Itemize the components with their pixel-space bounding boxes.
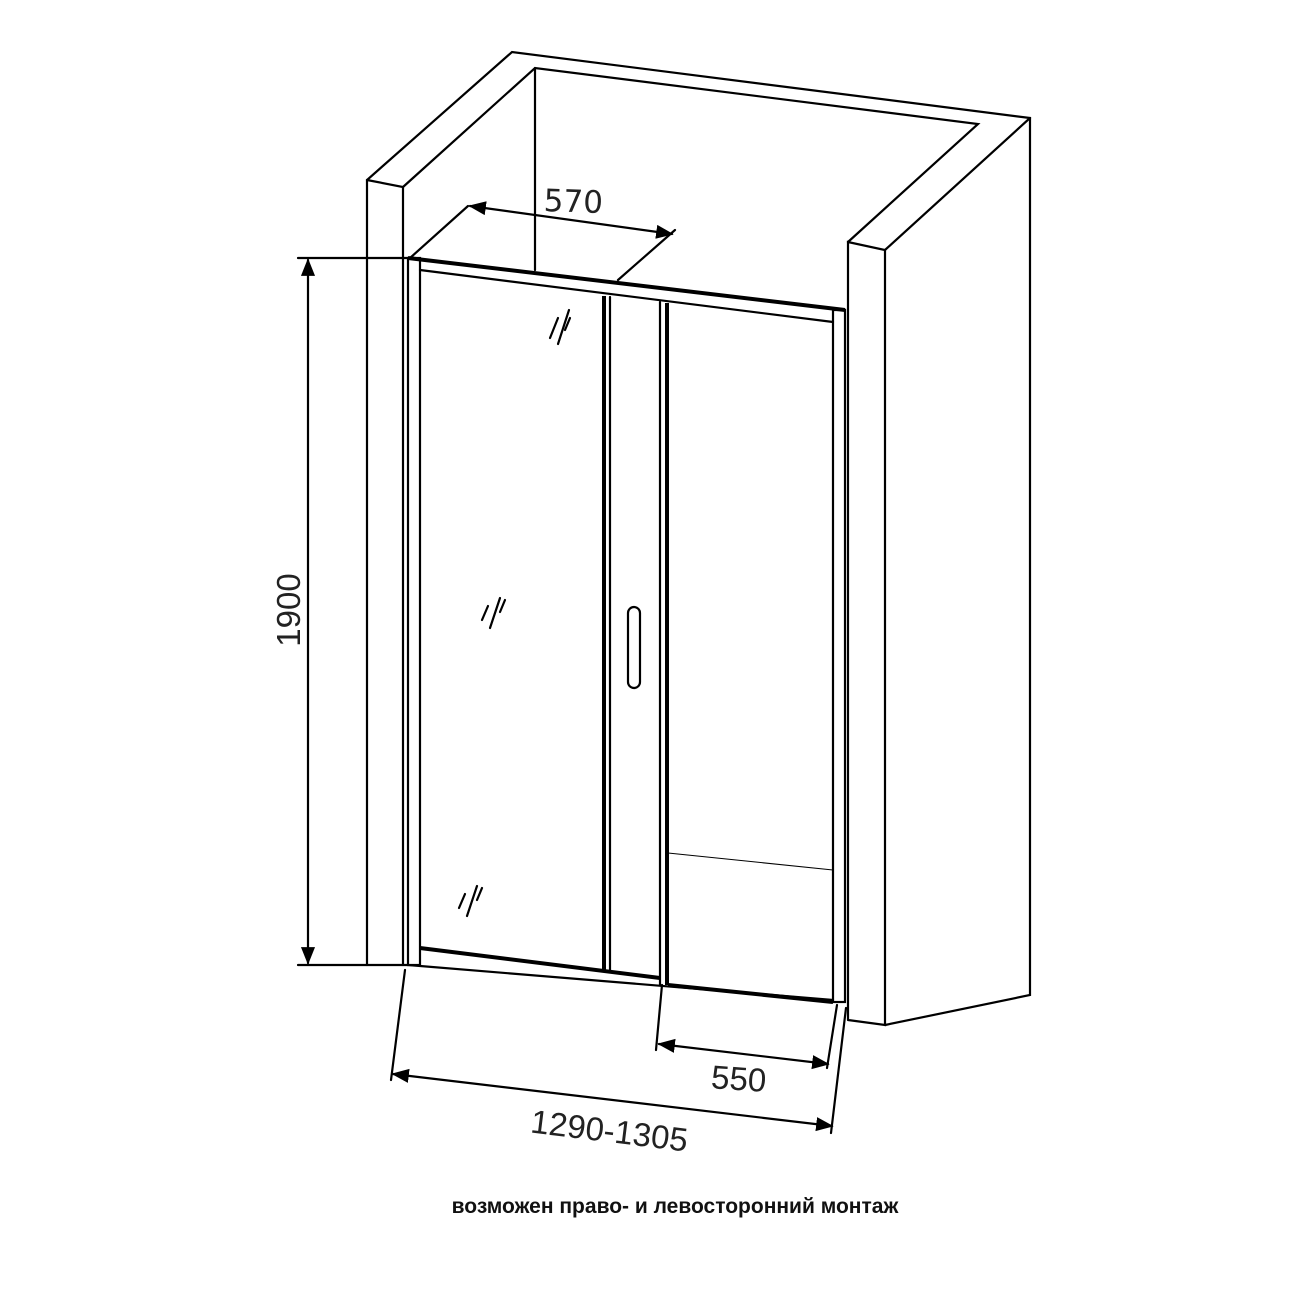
walls xyxy=(365,50,1032,1027)
glass-hatch-icon xyxy=(457,308,572,918)
dimension-label-1900: 1900 xyxy=(270,573,307,646)
installation-note: возможен право- и левосторонний монтаж xyxy=(451,1195,899,1218)
fixed-glass-panel xyxy=(658,300,834,987)
door-handle xyxy=(626,605,642,690)
door-frame xyxy=(406,256,847,1004)
dimension-550: 550 xyxy=(654,983,839,1099)
sliding-glass-panel xyxy=(457,295,642,973)
dimension-label-550: 550 xyxy=(710,1058,768,1099)
dimension-1900: 1900 xyxy=(270,256,410,967)
dimension-570: 570 xyxy=(408,183,677,282)
dimension-label-total-width: 1290-1305 xyxy=(529,1103,690,1159)
dimension-label-570: 570 xyxy=(543,183,603,221)
